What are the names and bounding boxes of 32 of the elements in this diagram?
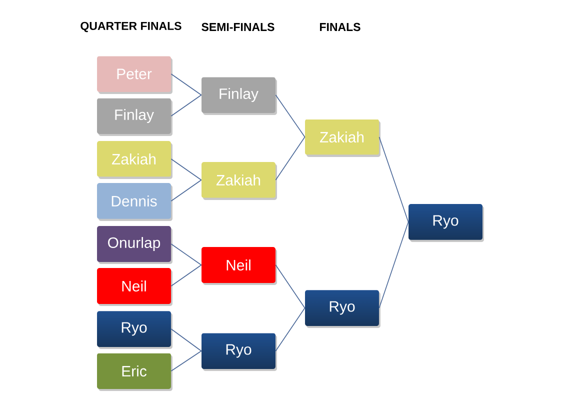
player-box: Zakiah <box>202 162 277 200</box>
connector-line <box>275 264 306 308</box>
player-box: Ryo <box>408 204 484 242</box>
connector-line <box>170 74 202 96</box>
connector-line <box>275 94 306 138</box>
column-heading: SEMI-FINALS <box>202 22 274 32</box>
column-heading: FINALS <box>320 22 360 32</box>
connector-line <box>170 328 202 352</box>
player-box: Zakiah <box>305 119 380 157</box>
player-box: Finlay <box>202 77 277 115</box>
connector-line <box>170 350 202 372</box>
connector-line <box>275 136 306 180</box>
player-box: Eric <box>97 353 172 391</box>
connector-line <box>170 158 202 180</box>
connector-line <box>378 222 409 308</box>
player-box: Ryo <box>305 290 380 328</box>
column-heading: QUARTER FINALS <box>80 22 182 32</box>
connector-line <box>170 94 202 116</box>
player-box: Ryo <box>202 333 277 371</box>
connector-line <box>275 308 306 352</box>
connector-line <box>170 264 202 286</box>
connector-line <box>378 136 409 222</box>
player-box: Finlay <box>97 98 172 136</box>
player-box: Onurlap <box>97 226 172 264</box>
player-box: Ryo <box>97 311 172 349</box>
connector-line <box>170 180 202 202</box>
player-box: Zakiah <box>97 141 172 179</box>
player-box: Neil <box>97 268 172 306</box>
player-box: Peter <box>97 56 172 94</box>
player-box: Neil <box>202 247 277 285</box>
player-box: Dennis <box>97 183 172 221</box>
connector-line <box>170 244 202 266</box>
